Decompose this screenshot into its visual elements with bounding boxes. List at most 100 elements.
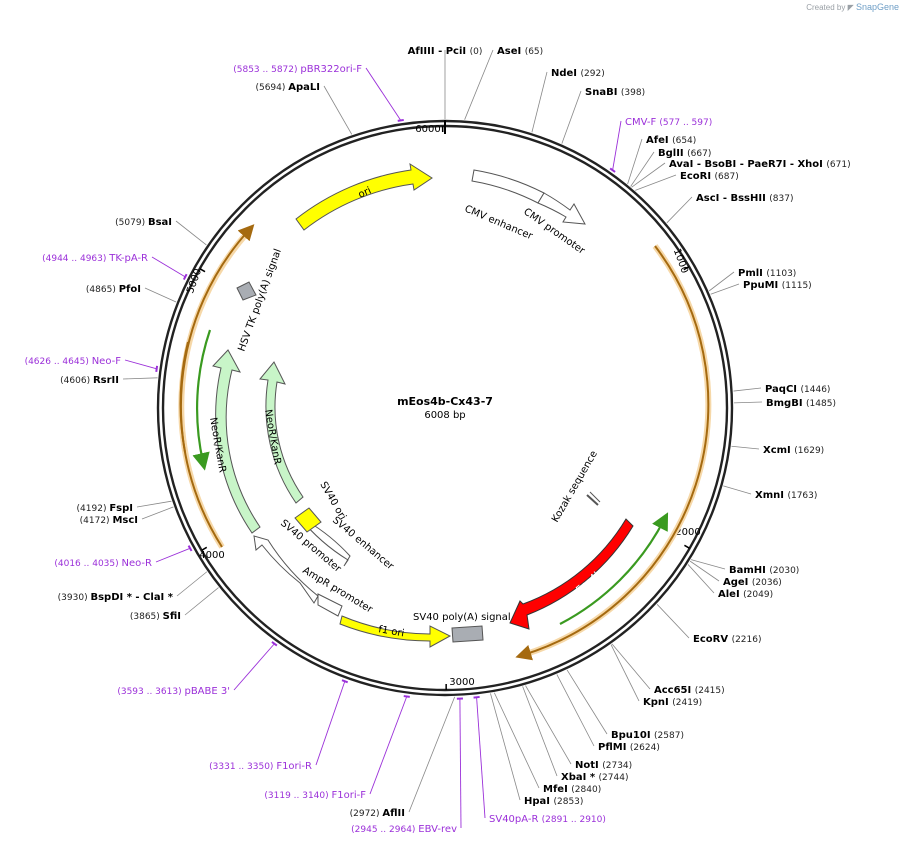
enzyme-site: PpuMI (1115) xyxy=(743,280,812,291)
enzyme-leader-line xyxy=(531,71,548,133)
enzyme-site: AleI (2049) xyxy=(718,589,773,600)
enzyme-leader-line xyxy=(408,696,456,813)
tick-label-5000: 5000 xyxy=(185,267,204,295)
enzyme-leader-line xyxy=(611,643,651,690)
enzyme-site: (4865) PfoI xyxy=(86,284,141,295)
primer-range: (577 .. 597) xyxy=(659,118,712,128)
enzyme-site: SnaBI (398) xyxy=(585,87,645,98)
enzyme-name: AleI xyxy=(718,589,743,600)
sv40-enhancer-feature xyxy=(299,517,351,567)
enzyme-site: (4192) FspI xyxy=(77,503,133,514)
primer-mark xyxy=(397,118,404,122)
enzyme-leader-line xyxy=(687,564,715,594)
enzyme-leader-line xyxy=(610,644,640,702)
primer-mark xyxy=(271,641,278,647)
enzyme-leader-line xyxy=(144,287,177,303)
enzyme-leader-line xyxy=(666,196,693,224)
enzyme-leader-line xyxy=(635,174,677,191)
enzyme-leader-line xyxy=(690,559,726,570)
plasmid-name: mEos4b-Cx43-7 xyxy=(397,395,493,408)
enzyme-leader-line xyxy=(176,571,208,597)
enzyme-position: (1446) xyxy=(801,385,831,395)
enzyme-leader-line xyxy=(656,604,690,639)
credit-prefix: Created by xyxy=(806,3,846,12)
cmv-enhancer-feature xyxy=(471,169,545,204)
orf-green-left xyxy=(192,329,212,471)
enzyme-site: HpaI (2853) xyxy=(524,796,583,807)
primer-mark xyxy=(473,695,480,699)
enzyme-position: (4172) xyxy=(80,516,113,526)
enzyme-name: BglII xyxy=(658,148,687,159)
enzyme-site: BmgBI (1485) xyxy=(766,398,836,409)
enzyme-position: (65) xyxy=(525,47,543,57)
enzyme-site: AvaI - BsoBI - PaeR7I - XhoI (671) xyxy=(669,159,851,170)
enzyme-position: (1103) xyxy=(766,269,796,279)
enzyme-leader-line xyxy=(689,560,720,582)
enzyme-position: (687) xyxy=(715,172,739,182)
primer-leader-line xyxy=(155,547,191,563)
enzyme-position: (5694) xyxy=(255,83,288,93)
primer-range: (4944 .. 4963) xyxy=(42,254,109,264)
enzyme-name: SnaBI xyxy=(585,87,621,98)
primer-mark xyxy=(182,273,188,281)
primer-leader-line xyxy=(233,643,275,691)
enzyme-name: Bpu10I xyxy=(611,730,654,741)
enzyme-name: NdeI xyxy=(551,68,581,79)
enzyme-position: (2587) xyxy=(654,731,684,741)
enzyme-leader-line xyxy=(631,162,666,188)
sv40-ori-feature xyxy=(294,507,322,533)
tick-label-4000: 4000 xyxy=(199,550,224,561)
enzyme-position: (2036) xyxy=(752,578,782,588)
neo-feature-inner xyxy=(259,361,304,504)
enzyme-leader-line xyxy=(490,693,521,801)
primer-site: (4626 .. 4645) Neo-F xyxy=(25,356,122,367)
enzyme-position: (2734) xyxy=(602,761,632,771)
enzyme-name: HpaI xyxy=(524,796,553,807)
snapgene-logo-icon: ◤ xyxy=(847,3,854,12)
enzyme-leader-line xyxy=(630,151,655,187)
enzyme-position: (2744) xyxy=(599,773,629,783)
enzyme-leader-line xyxy=(493,692,540,789)
enzyme-site: XcmI (1629) xyxy=(763,445,824,456)
enzyme-position: (2853) xyxy=(553,797,583,807)
enzyme-site: (3865) SfiI xyxy=(130,611,181,622)
tick-mark-5000 xyxy=(199,268,206,273)
primer-name: Neo-R xyxy=(122,558,153,569)
enzyme-name: MscI xyxy=(112,515,138,526)
f1-ori-feature xyxy=(339,615,452,648)
primer-name: SV40pA-R xyxy=(489,814,542,825)
primer-range: (2945 .. 2964) xyxy=(351,825,418,835)
enzyme-leader-line xyxy=(175,220,207,246)
enzyme-site: AfIIII - PciI (0) xyxy=(408,46,483,57)
orf-arc-left-small xyxy=(179,341,189,453)
enzyme-leader-line xyxy=(464,49,494,120)
ampr-promoter-feature xyxy=(317,593,343,617)
enzyme-position: (1115) xyxy=(782,281,812,291)
enzyme-name: NotI xyxy=(575,760,602,771)
enzyme-leader-line xyxy=(141,506,174,520)
enzyme-position: (1763) xyxy=(787,491,817,501)
enzyme-position: (2972) xyxy=(350,809,383,819)
enzyme-name: AscI - BssHII xyxy=(696,193,769,204)
enzyme-leader-line xyxy=(708,271,735,292)
enzyme-site: Bpu10I (2587) xyxy=(611,730,684,741)
enzyme-site: (3930) BspDI * - ClaI * xyxy=(58,592,174,603)
enzyme-name: PaqCI xyxy=(765,384,801,395)
enzyme-site: BglII (667) xyxy=(658,148,711,159)
enzyme-name: AgeI xyxy=(723,577,752,588)
enzyme-name: PfoI xyxy=(119,284,141,295)
enzyme-name: BmgBI xyxy=(766,398,806,409)
enzyme-name: XcmI xyxy=(763,445,794,456)
enzyme-site: AseI (65) xyxy=(497,46,543,57)
enzyme-name: BsaI xyxy=(148,217,172,228)
enzyme-name: AvaI - BsoBI - PaeR7I - XhoI xyxy=(669,159,826,170)
enzyme-site: MfeI (2840) xyxy=(543,784,601,795)
primer-range: (4626 .. 4645) xyxy=(25,357,92,367)
tick-label-6000: 6000 xyxy=(415,124,440,135)
primer-site: (3593 .. 3613) pBABE 3' xyxy=(117,686,230,697)
orf-green-right xyxy=(559,512,669,625)
enzyme-sites: AfIIII - PciI (0)AseI (65)NdeI (292)SnaB… xyxy=(58,46,851,819)
enzyme-position: (0) xyxy=(470,47,483,57)
enzyme-position: (2419) xyxy=(672,698,702,708)
cmv-promoter-feature xyxy=(537,192,586,225)
